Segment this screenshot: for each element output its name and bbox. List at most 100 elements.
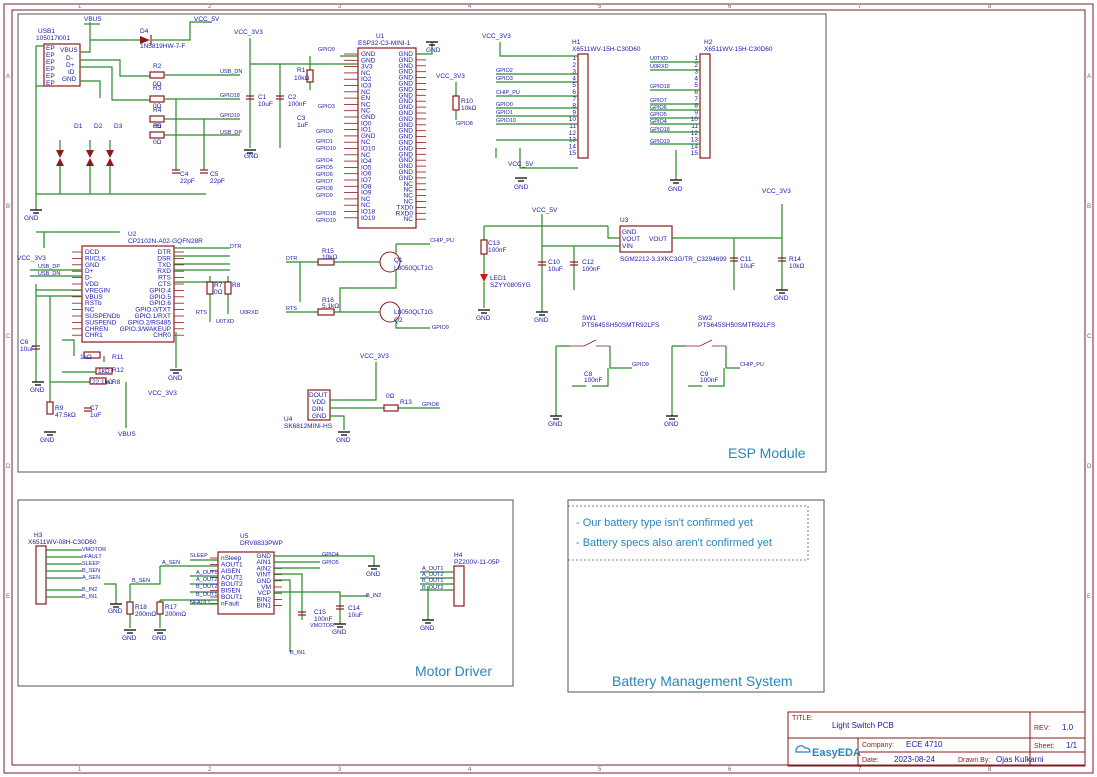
gnd-label-caps: GND	[244, 153, 259, 160]
vcc5v-label-u3: VCC_5V	[532, 207, 558, 214]
r14-ref: R15	[322, 248, 334, 255]
h1-net-gpio1: GPIO1	[496, 110, 513, 116]
r3-ref: R3	[153, 85, 162, 92]
u5-net-b-out2: B_OUT2	[196, 584, 217, 590]
u2-cp2102n: U2 CP2102N-A02-GQFN28R DCDRI/CLKGNDD+D-V…	[72, 231, 203, 343]
u2-right-pin: GPIO.6	[149, 300, 171, 307]
u5-right-pin: BIN2	[257, 596, 272, 603]
grid-columns-top: 1 2 3 4 5 6 7 8	[78, 4, 992, 10]
d2-ref: D2	[94, 123, 103, 130]
h2-pin-number: 9	[694, 109, 698, 116]
u1-net-labels: GPIO9 GPIO3 GPIO0 GPIO1 GPIO10 GPIO4 GPI…	[316, 47, 336, 224]
h2-pin-number: 13	[691, 137, 699, 144]
u2-right-pins: DTRDSRTXDRXDRTSCTSGPIO.4GPIO.5GPIO.6GPIO…	[120, 249, 184, 339]
h1-pin-number: 12	[569, 130, 577, 137]
h2-wires	[650, 61, 700, 180]
grid-row-b-right: B	[1087, 204, 1091, 210]
u1-left-pin: NC	[361, 108, 371, 115]
gnd-label-sw1: GND	[548, 421, 563, 428]
u1-left-pin: IO3	[361, 83, 372, 90]
logo-text: EasyEDA	[812, 747, 861, 759]
vcc3v3-label-u2: VCC_3V3	[17, 255, 46, 262]
r2-value: 0Ω	[153, 81, 162, 88]
u2-left-pin: RSTb	[85, 300, 102, 307]
c4-value: 22pF	[180, 178, 195, 185]
d4-part: 1N5819HW-7-F	[140, 43, 185, 50]
r10-ref: R10	[461, 98, 473, 105]
r1-value: 10kΩ	[294, 75, 309, 82]
gnd-symbol-sw2	[666, 415, 678, 420]
usb1-pin-ep2: EP	[46, 52, 55, 59]
u1-right-pin: GND	[399, 163, 414, 170]
u5-drv8833: U5 DRV8833PWP nSleepAOUT1AISENAOUT2BOUT2…	[210, 533, 283, 615]
led1-part: SZYY0805YG	[490, 282, 531, 289]
u1-ref: U1	[376, 33, 385, 40]
gnd-label-h4: GND	[420, 625, 435, 632]
date-label: Date:	[862, 757, 879, 764]
q-net-dtr: DTR	[286, 256, 297, 262]
gnd-label-u5: GND	[366, 571, 381, 578]
u2-right-pin: GPIO.3/WAKEUP	[120, 326, 171, 333]
grid-col-4: 4	[468, 4, 472, 10]
grid-col-2: 2	[208, 4, 212, 10]
h2-pin-number: 8	[694, 103, 698, 110]
h2-part: X6511WV-15H-C30D60	[704, 46, 773, 53]
u1-right-pin: GND	[399, 92, 414, 99]
vcc5v-label-top: VCC_5V	[194, 16, 220, 23]
h3-pin-vmotor: VMOTOR	[82, 547, 106, 553]
rev-value: 1.0	[1062, 723, 1074, 732]
h2-net-gpio4: GPIO4	[650, 119, 667, 125]
gnd-symbol-caps	[244, 149, 256, 154]
u1-right-pin: NC	[404, 187, 414, 194]
h2-net-u0txd: U0TXD	[650, 56, 668, 62]
r12-value: 1kΩ	[98, 368, 110, 375]
r9-ref: R9	[55, 405, 64, 412]
u5-left-pin: nFault	[221, 601, 239, 608]
h3-pin-b-in2: B_IN2	[82, 587, 97, 593]
rev-label: REV:	[1034, 725, 1050, 732]
sw2-net-chip-pu: CHIP_PU	[740, 362, 764, 368]
u1-right-pin: GND	[399, 98, 414, 105]
grid-row-e-right: E	[1087, 594, 1091, 600]
u1-left-pins: GNDGND3V3NCIO2IO3NCENNCNCGNDIO0IO1GNDNCI…	[344, 51, 376, 222]
sw1-net-gpio9: GPIO9	[632, 362, 649, 368]
c6-value: 10uF	[20, 346, 35, 353]
grid-col-7-bottom: 7	[858, 767, 862, 773]
gnd-symbol-r9	[44, 431, 56, 436]
grid-row-d-right: D	[1087, 464, 1092, 470]
u1-left-pin: IO2	[361, 76, 372, 83]
h1-net-gpio10: GPIO10	[496, 118, 516, 124]
r11-value: 1kΩ	[80, 354, 92, 361]
h1-pin-number: 6	[572, 89, 576, 96]
u1-right-pin: RXD0	[396, 210, 414, 217]
usb1-wires	[35, 22, 150, 210]
h1-pin-number: 10	[569, 116, 577, 123]
vbus-label-u2: VBUS	[118, 431, 136, 438]
sheet-label: Sheet:	[1034, 743, 1054, 750]
u1-net-gpio10: GPIO10	[316, 146, 336, 152]
r7-value: 0Ω	[214, 289, 223, 296]
u1-right-pin: NC	[404, 199, 414, 206]
u1-left-pin: NC	[361, 70, 371, 77]
u4-pin-gnd: GND	[312, 413, 327, 420]
c11-ref: R14	[789, 256, 801, 263]
cap-bank-wires	[249, 38, 340, 148]
gnd-label-u1: GND	[426, 47, 441, 54]
q-net-gpio9: GPIO9	[432, 325, 449, 331]
gnd-symbol-led	[478, 309, 490, 314]
h1-pin-number: 7	[572, 96, 576, 103]
r13-value: 0Ω	[386, 393, 395, 400]
h2-pin-number: 6	[694, 89, 698, 96]
u1-left-pin: IO4	[361, 158, 372, 165]
u2-right-pin: DSR	[157, 255, 171, 262]
u4-sk6812: DOUT VDD DIN GND U4 SK6812MINI-HS	[284, 389, 333, 430]
u1-right-pin: GND	[399, 86, 414, 93]
ldo-wires	[541, 204, 783, 312]
c1-value: 10uF	[258, 101, 273, 108]
h1-pin-number: 8	[572, 103, 576, 110]
gnd-label-r17: GND	[152, 635, 167, 642]
u5-left-pin: BOUT2	[221, 581, 243, 588]
u5-right-pin: AIN1	[257, 559, 272, 566]
usb1-pin-ep6: EP	[46, 80, 55, 87]
